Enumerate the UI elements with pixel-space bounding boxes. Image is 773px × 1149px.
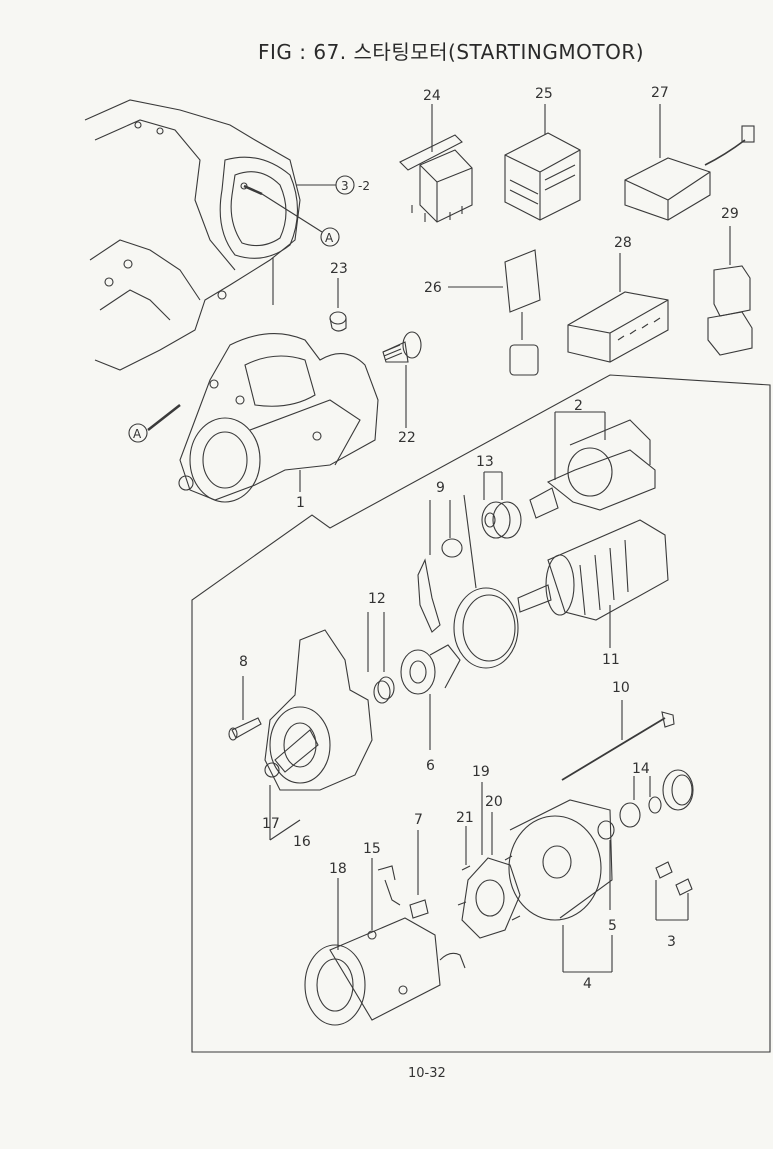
part-label-21: 21: [456, 810, 474, 826]
figure-title: FIG : 67. 스타팅모터(STARTINGMOTOR): [258, 40, 645, 64]
reference-a-top: A: [261, 193, 340, 247]
part-label-8: 8: [239, 654, 248, 670]
part-7-brush: [409, 830, 429, 919]
starter-motor-assembly: [178, 333, 379, 503]
part-29-connector: [707, 226, 753, 356]
part-label-18: 18: [329, 861, 347, 877]
part-label-27: 27: [651, 85, 669, 101]
engine-housing: [84, 99, 301, 371]
part-8-bolt: [228, 676, 262, 741]
page-number: 10-32: [408, 1066, 446, 1081]
reference-a-bottom: A: [128, 404, 181, 443]
part-28-module: [567, 253, 669, 363]
part-label-25: 25: [535, 86, 553, 102]
part-label-4: 4: [583, 976, 592, 992]
part-13-washer: [481, 471, 522, 539]
part-label-23: 23: [330, 261, 348, 277]
part-14-washers: [619, 769, 694, 828]
part-label-19: 19: [472, 764, 490, 780]
part-label-28: 28: [614, 235, 632, 251]
callout-3-number: 3: [341, 179, 349, 193]
part-number-labels: 1 2 3 4 5 6 7 8 9 10 11 12 13 14 15 16 1…: [239, 85, 739, 992]
part-5-end-frame: [508, 799, 615, 973]
part-label-16: 16: [293, 834, 311, 850]
part-label-6: 6: [426, 758, 435, 774]
part-label-3: 3: [667, 934, 676, 950]
part-label-26: 26: [424, 280, 442, 296]
reference-a-label-top: A: [325, 231, 334, 245]
part-10-through-bolt: [561, 700, 675, 781]
part-label-11: 11: [602, 652, 620, 668]
part-label-12: 12: [368, 591, 386, 607]
exploded-view-boundary: [191, 374, 771, 1053]
part-23-collar: [329, 278, 347, 332]
callout-3-suffix: -2: [358, 179, 370, 193]
part-26-sensor: [448, 249, 541, 376]
part-24-relay: [399, 104, 473, 223]
part-6-pinion: [400, 644, 461, 750]
part-label-9: 9: [436, 480, 445, 496]
part-22-bolt: [382, 331, 422, 428]
part-27-controller: [624, 104, 755, 221]
part-label-20: 20: [485, 794, 503, 810]
reference-a-label-bottom: A: [133, 427, 142, 441]
part-25-regulator: [504, 104, 581, 221]
part-3-screws: [655, 861, 693, 921]
part-9-shift-lever: [417, 500, 463, 633]
part-label-5: 5: [608, 918, 617, 934]
part-11-armature: [517, 519, 669, 648]
part-12-spring: [367, 612, 395, 704]
part-16-drive-housing: [264, 629, 373, 841]
part-19-brush-holder: [457, 782, 521, 939]
part-label-13: 13: [476, 454, 494, 470]
callout-3-2: 3 -2: [296, 175, 370, 195]
part-label-15: 15: [363, 841, 381, 857]
part-label-1: 1: [296, 495, 305, 511]
part-label-10: 10: [612, 680, 630, 696]
part-label-17: 17: [262, 816, 280, 832]
part-label-24: 24: [423, 88, 441, 104]
part-label-14: 14: [632, 761, 650, 777]
part-label-2: 2: [574, 398, 583, 414]
part-label-29: 29: [721, 206, 739, 222]
part-2-solenoid: [529, 411, 656, 519]
gasket-ring: [453, 494, 519, 669]
part-label-22: 22: [398, 430, 416, 446]
part-18-yoke: [304, 858, 466, 1026]
part-label-7: 7: [414, 812, 423, 828]
